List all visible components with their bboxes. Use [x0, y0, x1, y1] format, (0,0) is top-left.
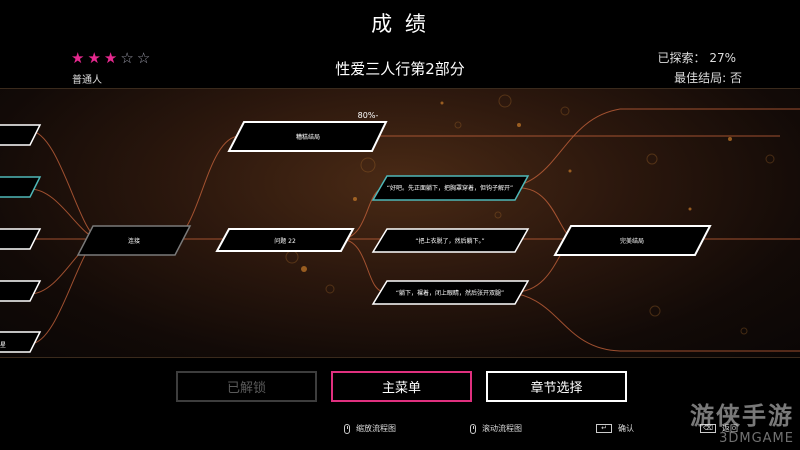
choice-2-label: “把上衣脱了，然后躺下。”	[415, 237, 484, 245]
choice-3-label: “躺下，裸着，闭上眼睛，然后张开双腿”	[396, 289, 504, 297]
choice-1-label: “好吧。先正面躺下，把胸罩穿着，但钩子解开”	[387, 184, 513, 192]
chapter-title: 性爱三人行第2部分	[335, 60, 465, 78]
star-outline-icon: ☆	[136, 49, 154, 67]
escape-key-icon: ⌫	[700, 424, 716, 433]
left-node-label: 星	[0, 342, 6, 349]
enter-key-icon: ↵	[596, 424, 612, 433]
choice-node-1[interactable]: “好吧。先正面躺下，把胸罩穿着，但钩子解开”	[371, 175, 530, 201]
hint-scroll: 滚动流程图	[470, 423, 522, 434]
progress-percent: 80%-	[358, 111, 379, 120]
flow-node[interactable]	[0, 280, 42, 302]
best-ending-stat: 最佳结局: 否	[674, 71, 742, 85]
hint-confirm-label: 确认	[618, 424, 634, 433]
flow-node[interactable]	[0, 176, 42, 198]
unlocked-button[interactable]: 已解锁	[176, 371, 317, 402]
flowchart[interactable]: 星 连接 80%- 糟糕结局 问题 22 “好吧。先正面躺下，把胸罩穿着，但钩子…	[0, 89, 800, 357]
choice-node-2[interactable]: “把上衣脱了，然后躺下。”	[371, 228, 530, 253]
flow-node[interactable]	[0, 228, 42, 250]
hint-back: ⌫ 返回	[700, 423, 738, 434]
chapter-select-button[interactable]: 章节选择	[486, 371, 627, 402]
flow-node[interactable]	[0, 331, 42, 353]
hint-zoom-label: 缩放流程图	[356, 424, 396, 433]
bad-ending-label: 糟糕结局	[296, 133, 320, 141]
explored-stat: 已探索： 27%	[657, 51, 737, 65]
hint-scroll-label: 滚动流程图	[482, 424, 522, 433]
perfect-ending-node[interactable]: 完美结局	[553, 225, 712, 256]
star-icon: ★	[103, 49, 121, 67]
flowchart-panel[interactable]: 星 连接 80%- 糟糕结局 问题 22 “好吧。先正面躺下，把胸罩穿着，但钩子…	[0, 88, 800, 358]
connect-node[interactable]: 连接	[76, 225, 192, 256]
page-title: 成 绩	[371, 12, 429, 36]
mouse-icon	[470, 423, 476, 434]
question-node[interactable]: 问题 22	[215, 228, 355, 252]
main-menu-button[interactable]: 主菜单	[331, 371, 472, 402]
left-nodes[interactable]: 星	[0, 124, 42, 353]
choice-node-3[interactable]: “躺下，裸着，闭上眼睛，然后张开双腿”	[371, 280, 530, 305]
star-icon: ★	[71, 49, 88, 67]
watermark-line-2: 3DMGAME	[719, 431, 794, 446]
flow-node[interactable]	[0, 124, 42, 146]
perfect-ending-label: 完美结局	[620, 237, 644, 245]
star-outline-icon: ☆	[120, 49, 137, 67]
rank-label: 普通人	[72, 75, 102, 86]
question-node-label: 问题 22	[274, 237, 296, 245]
bad-ending-node[interactable]: 糟糕结局	[227, 121, 388, 152]
hint-zoom: 缩放流程图	[344, 423, 396, 434]
star-icon: ★	[87, 49, 104, 67]
hint-confirm: ↵ 确认	[596, 423, 634, 434]
watermark-line-1: 游侠手游	[690, 402, 794, 430]
rating-stars: ★★★☆☆	[71, 51, 153, 66]
hint-back-label: 返回	[722, 424, 738, 433]
connect-node-label: 连接	[128, 237, 140, 245]
mouse-icon	[344, 423, 350, 434]
watermark: 游侠手游 3DMGAME	[690, 396, 794, 446]
